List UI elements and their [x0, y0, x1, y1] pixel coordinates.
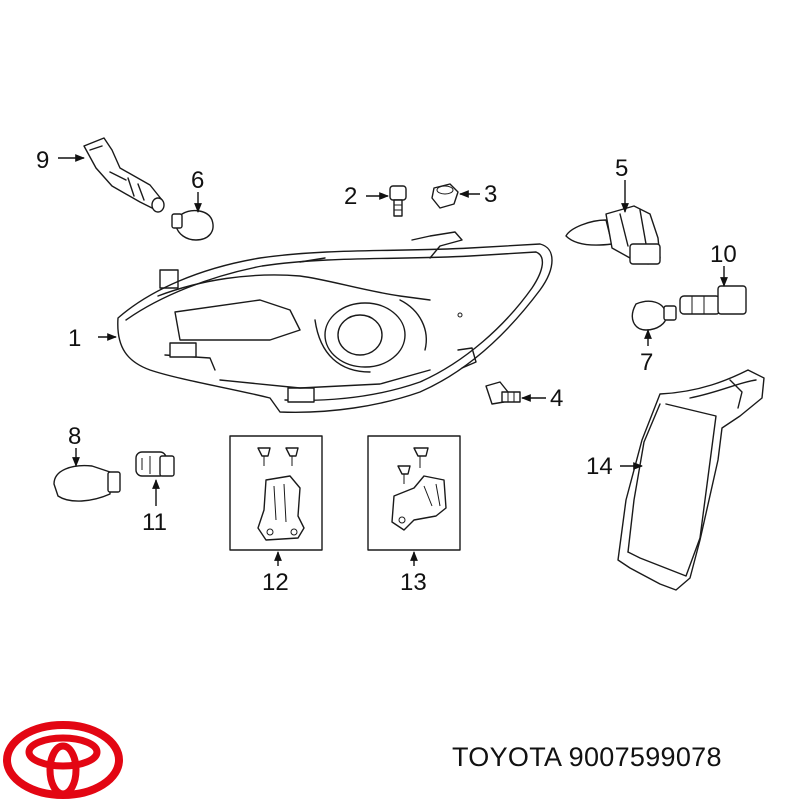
bulb-8-part: [53, 464, 121, 502]
callout-2: 2: [344, 183, 357, 210]
callout-8: 8: [68, 423, 81, 450]
bracket-kit-13-part: [367, 435, 461, 551]
callout-arrows: [58, 154, 728, 566]
side-marker-lamp-part: [617, 369, 765, 591]
callout-7: 7: [640, 349, 653, 376]
socket-11-part: [135, 451, 175, 477]
bulb-6-part: [171, 209, 214, 241]
headlamp-assembly: [117, 231, 553, 413]
callout-1: 1: [68, 325, 81, 352]
callout-9: 9: [36, 147, 49, 174]
footer-part-number: TOYOTA 9007599078: [452, 742, 722, 772]
bulb-7-part: [631, 300, 677, 331]
callout-5: 5: [615, 155, 628, 182]
toyota-logo-icon: [3, 721, 123, 799]
clip-nut-3-part: [431, 183, 459, 209]
callout-11: 11: [142, 509, 167, 536]
callout-labels: 1 2 3 4 5 6 7 8 9 10 11 12 13 14: [36, 147, 737, 596]
socket-wire-part: [83, 137, 165, 213]
callout-4: 4: [550, 385, 563, 412]
callout-3: 3: [484, 181, 497, 208]
callout-6: 6: [191, 167, 204, 194]
socket-10-part: [679, 285, 747, 315]
bracket-kit-12-part: [229, 435, 323, 551]
callout-10: 10: [710, 241, 737, 268]
callout-13: 13: [400, 569, 427, 596]
callout-14: 14: [586, 453, 613, 480]
screw-2-part: [389, 185, 407, 217]
bulb-5-part: [565, 205, 661, 265]
callout-12: 12: [262, 569, 289, 596]
bolt-4-part: [485, 381, 521, 405]
